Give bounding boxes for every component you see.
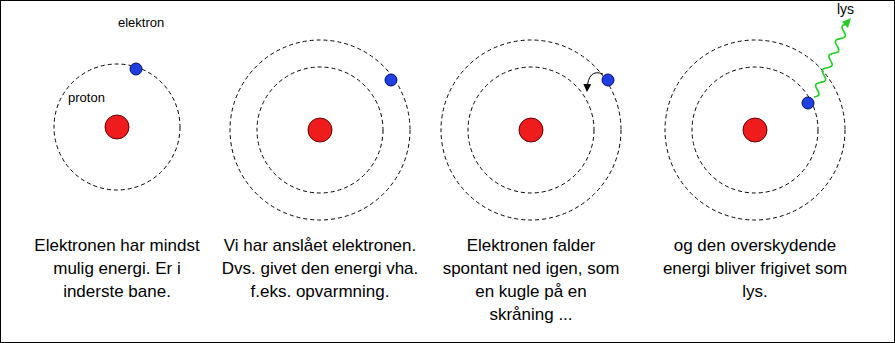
electron-label: elektron [118, 15, 164, 30]
caption-text: og den overskydende energi bliver frigiv… [652, 234, 858, 303]
electron-dots [130, 63, 814, 109]
caption-text: Elektronen har mindst mulig energi. Er i… [26, 234, 208, 303]
orbits [54, 40, 845, 220]
proton-label: proton [68, 90, 105, 105]
light-wave [814, 24, 847, 97]
caption-text: Elektronen falder spontant ned igen, som… [441, 234, 621, 326]
light-arrowhead [842, 18, 851, 28]
proton-dots [105, 115, 767, 142]
light-label: lys [837, 1, 854, 17]
fall-arrow [587, 73, 603, 90]
caption-text: Vi har anslået elektronen. Dvs. givet de… [215, 234, 425, 303]
